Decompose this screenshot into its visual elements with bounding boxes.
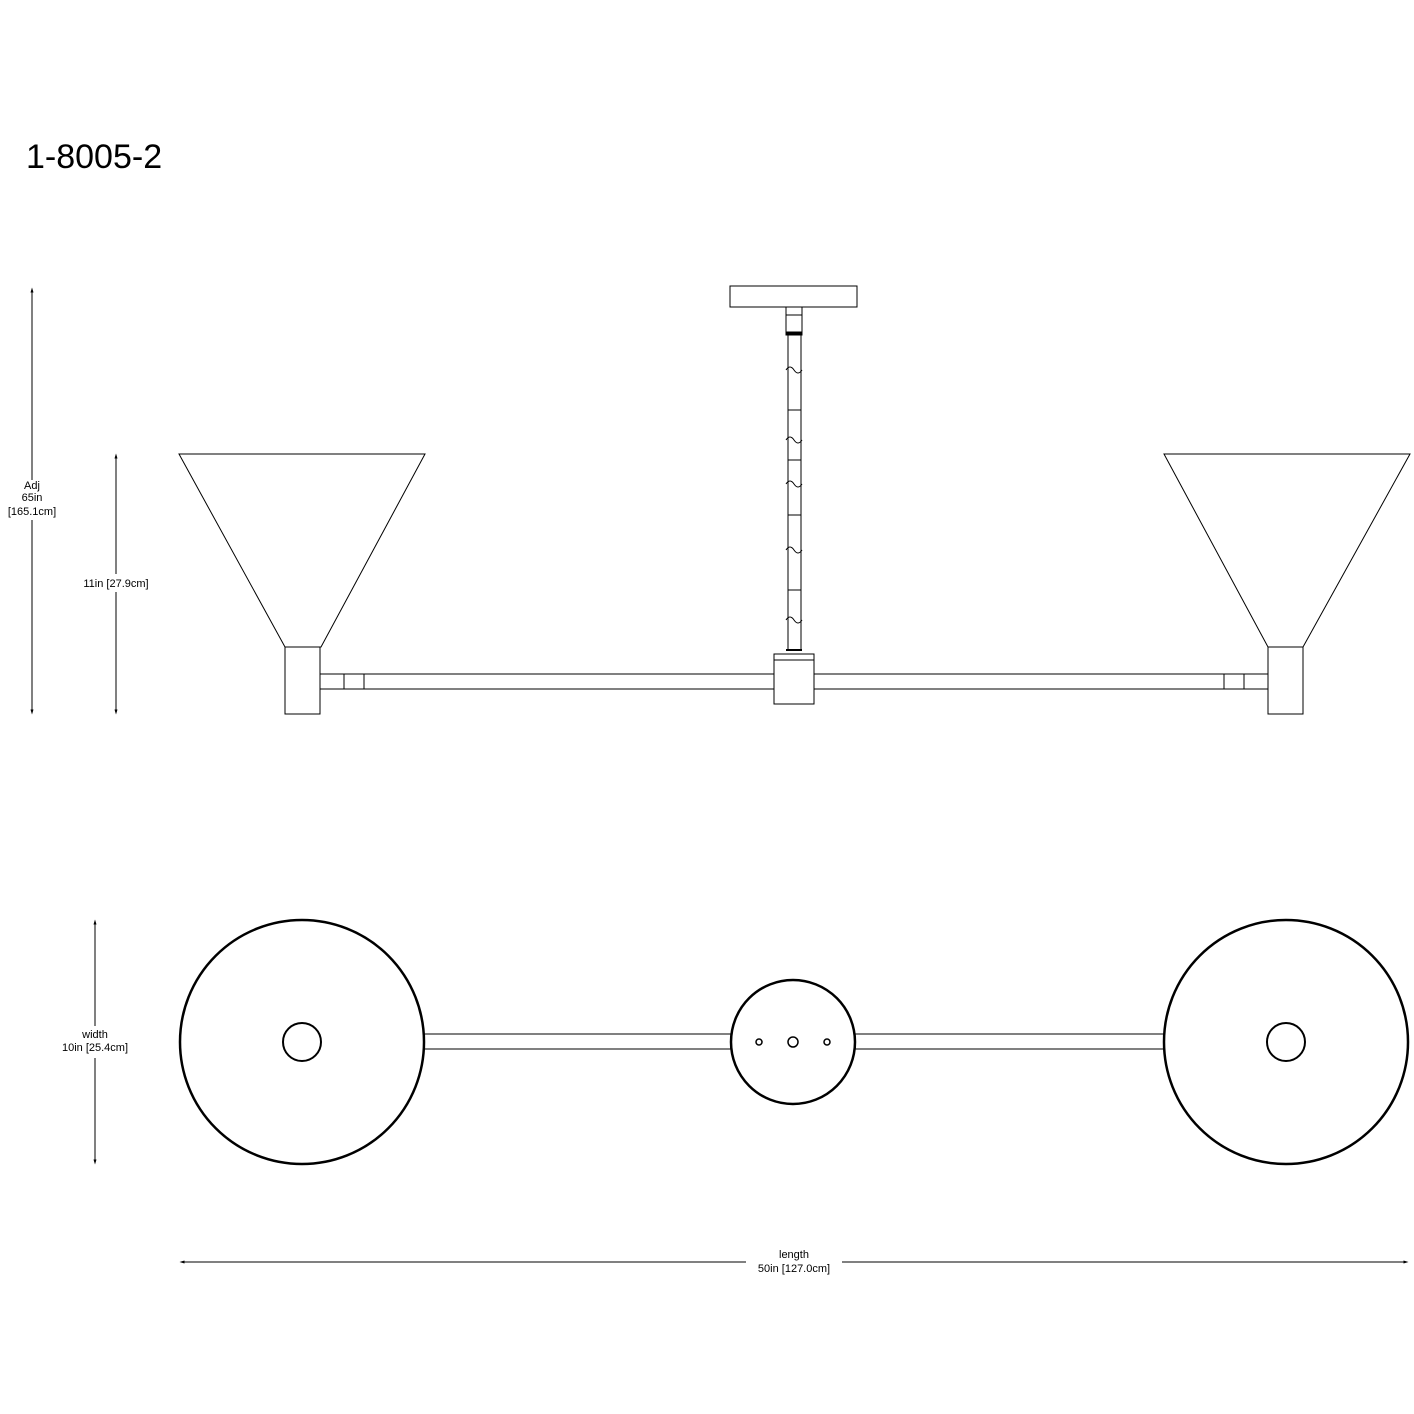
ceiling-canopy (729, 285, 858, 308)
center-hub (773, 659, 815, 705)
width-label-2: 10in [25.4cm] (62, 1042, 128, 1054)
side-elevation-view (178, 285, 1411, 715)
plan-canopy (729, 978, 857, 1106)
shade-height-dimension: 11in [27.9cm] (83, 453, 149, 715)
canopy-center-nut (787, 1036, 799, 1048)
chain-links (785, 335, 803, 650)
plan-right-socket (1266, 1022, 1306, 1062)
horizontal-arm-left (319, 673, 775, 690)
plan-arm-right (851, 1033, 1166, 1050)
stem-top-connector (785, 306, 803, 316)
length-label-2: 50in [127.0cm] (758, 1263, 830, 1275)
center-hub-cap (773, 653, 815, 661)
model-number-title: 1-8005-2 (26, 138, 163, 176)
canopy-screw-left (755, 1038, 763, 1046)
shade-height-label: 11in [27.9cm] (83, 578, 148, 590)
plan-left-socket (282, 1022, 322, 1062)
plan-view (178, 918, 1410, 1166)
length-label-1: length (779, 1249, 809, 1261)
plan-arm-left (422, 1033, 735, 1050)
overall-height-label-1: Adj (24, 480, 40, 492)
canopy-screw-right (823, 1038, 831, 1046)
right-cone-shade (1163, 453, 1411, 648)
horizontal-arm-right (813, 673, 1269, 690)
left-socket-holder (284, 646, 321, 715)
right-socket-holder (1267, 646, 1304, 715)
left-cone-shade (178, 453, 426, 648)
width-dimension: width 10in [25.4cm] (62, 919, 128, 1165)
plan-left-shade (178, 918, 426, 1166)
length-dimension: length 50in [127.0cm] (179, 1249, 1409, 1275)
overall-height-label-2: 65in (22, 492, 43, 504)
overall-height-label-3: [165.1cm] (8, 506, 56, 518)
overall-height-dimension: Adj 65in [165.1cm] (8, 287, 56, 715)
stem-coupling (785, 314, 803, 336)
width-label-1: width (81, 1029, 108, 1041)
plan-right-shade (1162, 918, 1410, 1166)
